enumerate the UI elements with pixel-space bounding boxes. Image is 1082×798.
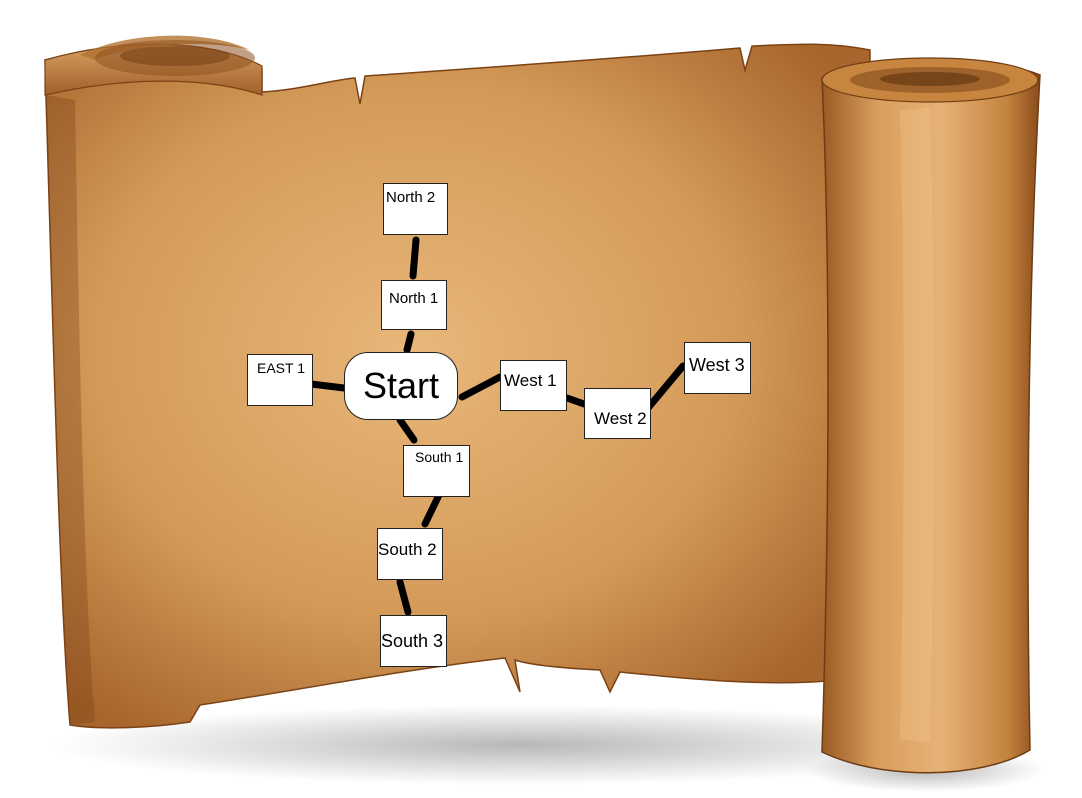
node-south-1-label: South 1 [415,449,464,465]
connector-east1-start [307,380,348,392]
node-west-1[interactable]: West 1 [500,360,567,411]
node-west-3-label: West 3 [689,355,745,375]
connector-south2-south3 [396,578,412,616]
connector-south1-south2 [421,489,444,528]
connector-west1-west2 [563,394,588,408]
connector-west2-west3 [644,362,687,412]
connector-start-west1 [458,373,504,401]
node-north-1[interactable]: North 1 [381,280,447,330]
node-south-3[interactable]: South 3 [380,615,447,667]
connector-north2-north1 [409,236,420,280]
node-south-3-label: South 3 [381,631,444,651]
node-west-2[interactable]: West 2 [584,388,651,439]
connector-north1-start [403,330,415,354]
node-west-1-label: West 1 [504,371,557,390]
connector-start-south1 [396,416,418,444]
node-west-3[interactable]: West 3 [684,342,751,394]
node-start[interactable]: Start [344,352,458,420]
node-west-2-label: West 2 [594,409,647,428]
node-south-2[interactable]: South 2 [377,528,443,580]
node-start-label: Start [362,365,440,406]
node-east-1[interactable]: EAST 1 [247,354,313,406]
node-south-2-label: South 2 [378,540,437,559]
node-north-2[interactable]: North 2 [383,183,448,235]
node-south-1[interactable]: South 1 [403,445,470,497]
node-north-1-label: North 1 [389,290,439,307]
node-east-1-label: EAST 1 [257,360,305,376]
node-north-2-label: North 2 [386,189,436,206]
